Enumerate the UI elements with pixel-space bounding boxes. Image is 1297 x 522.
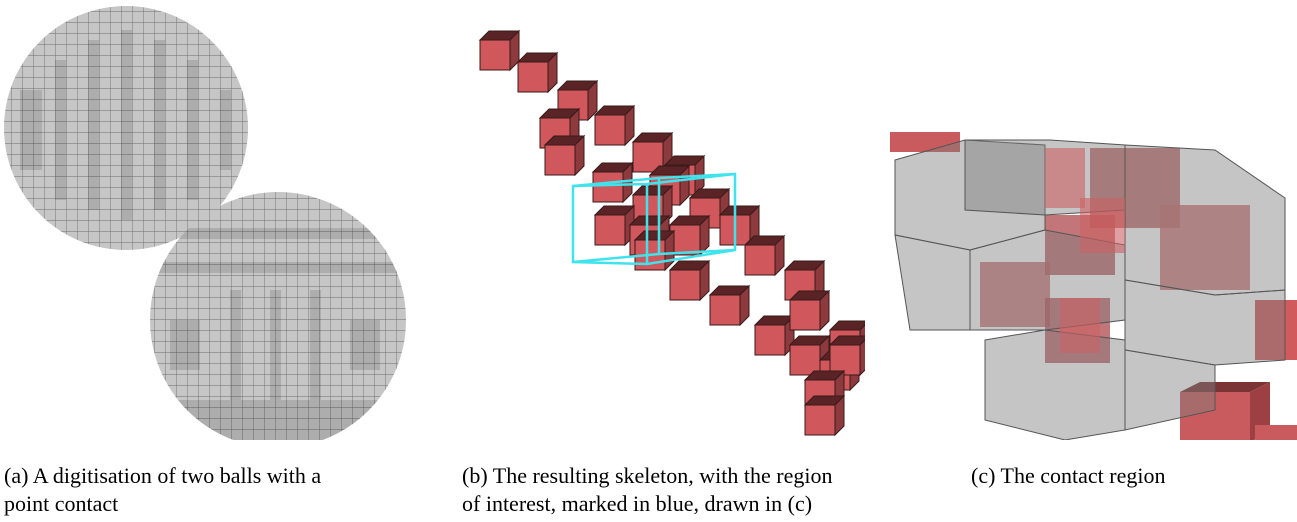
skeleton-cube [591, 161, 634, 204]
skeleton-cube [783, 259, 826, 302]
red-cubes-front [1045, 148, 1125, 353]
caption-a-line1: (a) A digitisation of two balls with a [4, 463, 322, 488]
skeleton-cube [516, 51, 559, 94]
skeleton-cube [708, 284, 751, 327]
region-of-interest-box [571, 172, 737, 266]
skeleton-cube [668, 214, 711, 257]
skeleton-cube [803, 394, 846, 437]
caption-a: (a) A digitisation of two balls with a p… [4, 462, 414, 518]
panel-a-image [0, 0, 425, 440]
skeleton-cubes [478, 29, 865, 437]
caption-c-line1: (c) The contact region [971, 463, 1166, 488]
skeleton-cube [788, 289, 831, 332]
skeleton-cube [668, 259, 711, 302]
caption-b: (b) The resulting skeleton, with the reg… [462, 462, 862, 518]
caption-b-line2: of interest, marked in blue, drawn in (c… [462, 491, 813, 516]
skeleton-cube [743, 234, 786, 277]
upper-ball [4, 6, 248, 250]
skeleton-cube [543, 134, 586, 177]
skeleton-cube [753, 314, 796, 357]
lower-ball [150, 192, 406, 440]
skeleton-illustration [478, 29, 865, 437]
panel-b-image [445, 0, 865, 440]
skeleton-cube [478, 29, 521, 72]
caption-a-line2: point contact [4, 491, 119, 516]
panel-c-image [885, 0, 1297, 440]
skeleton-cube [593, 204, 636, 247]
skeleton-cube [828, 335, 865, 377]
caption-c: (c) The contact region [971, 462, 1291, 490]
skeleton-cube [593, 104, 636, 147]
caption-b-line1: (b) The resulting skeleton, with the reg… [462, 463, 833, 488]
contact-region-illustration [890, 132, 1297, 440]
two-balls-illustration [4, 6, 406, 440]
